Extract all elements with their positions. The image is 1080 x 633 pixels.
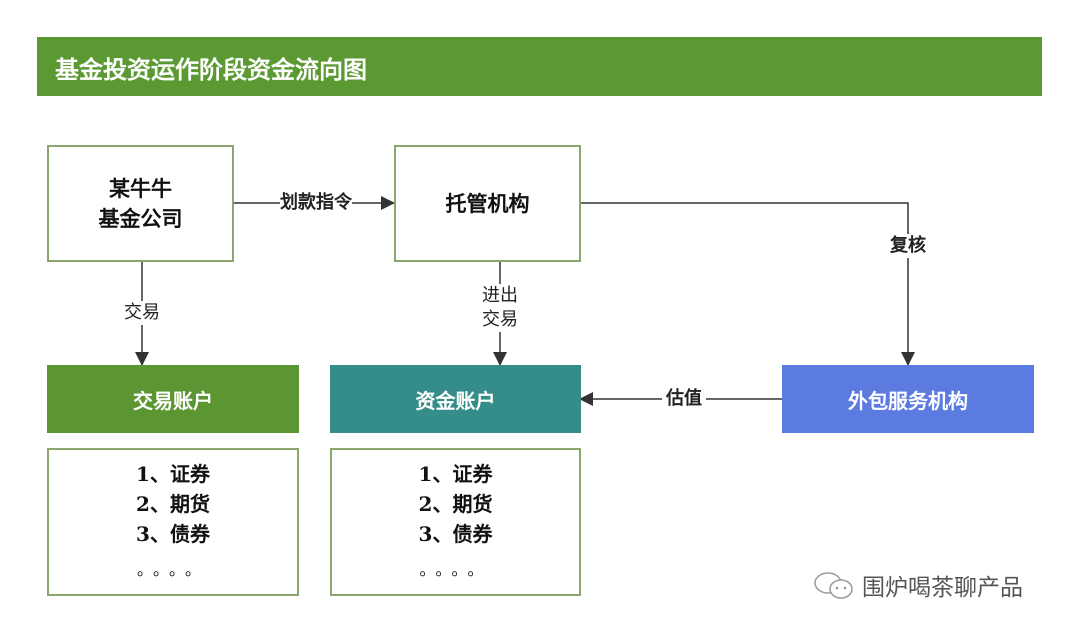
node-trading-account: 交易账户 [47,365,299,433]
label-review: 复核 [890,234,926,258]
node-capital-account: 资金账户 [330,365,581,433]
label-transfer-instruction: 划款指令 [280,191,352,215]
node-fund-company: 某牛牛基金公司 [47,145,234,262]
watermark: 围炉喝茶聊产品 [812,568,1023,602]
watermark-text: 围炉喝茶聊产品 [862,575,1023,601]
list-item: 3、债券 [418,522,493,546]
trading-account-list: 1、证券 2、期货 3、债券 。。。。 [47,448,299,596]
list-ellipsis: 。。。。 [419,560,492,579]
page-title: 基金投资运作阶段资金流向图 [55,55,367,84]
node-custodian: 托管机构 [394,145,581,262]
label-trade: 交易 [124,301,160,325]
list-item: 3、债券 [136,522,210,546]
label-valuation: 估值 [662,387,706,411]
node-label: 基金公司 [98,205,183,231]
label-line: 进出 [482,285,518,306]
list-item: 1、证券 [136,462,210,486]
node-label: 资金账户 [415,388,496,413]
label-in-out-trade: 进出交易 [482,284,518,332]
title-banner: 基金投资运作阶段资金流向图 [37,37,1042,96]
node-label: 外包服务机构 [848,388,968,413]
node-outsourcing: 外包服务机构 [782,365,1034,433]
list-ellipsis: 。。。。 [136,560,209,579]
label-line: 交易 [482,309,518,330]
arrow-review [580,202,915,366]
capital-account-list: 1、证券 2、期货 3、债券 。。。。 [330,448,581,596]
node-label: 交易账户 [133,388,213,413]
list-item: 2、期货 [418,492,493,516]
wechat-icon [814,572,853,599]
node-label: 托管机构 [445,190,530,216]
list-item: 1、证券 [418,462,493,486]
node-label: 某牛牛 [109,175,172,201]
list-item: 2、期货 [136,492,210,516]
